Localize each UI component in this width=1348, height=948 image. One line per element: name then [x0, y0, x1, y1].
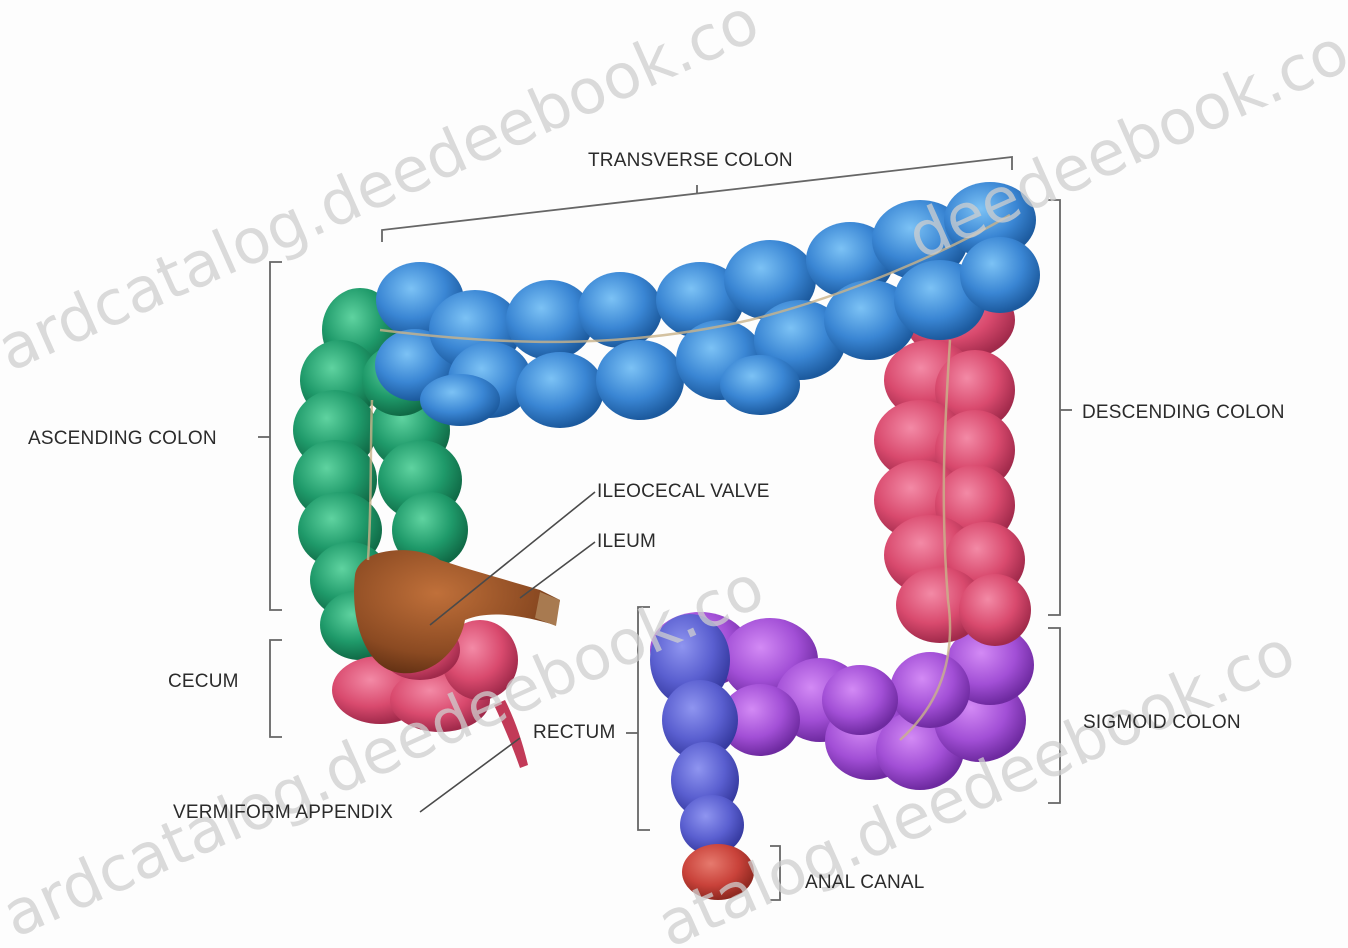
- label-ileocecal-valve: ILEOCECAL VALVE: [597, 481, 770, 502]
- label-sigmoid-colon: SIGMOID COLON: [1083, 712, 1241, 733]
- cecum-bracket: [270, 640, 282, 737]
- descending-bracket: [1048, 200, 1060, 615]
- label-anal-canal: ANAL CANAL: [805, 872, 925, 893]
- haustrum: [516, 352, 604, 428]
- label-ileum: ILEUM: [597, 531, 656, 552]
- label-transverse-colon: TRANSVERSE COLON: [588, 150, 793, 171]
- label-cecum: CECUM: [168, 671, 239, 692]
- ascending-bracket: [270, 262, 282, 610]
- label-vermiform-appendix: VERMIFORM APPENDIX: [173, 802, 393, 823]
- haustrum: [720, 355, 800, 415]
- label-ascending-colon: ASCENDING COLON: [28, 428, 217, 449]
- haustrum: [959, 574, 1031, 646]
- haustrum: [420, 374, 500, 426]
- haustrum: [596, 340, 684, 420]
- haustrum: [822, 665, 898, 735]
- watermark-text-2: deedeebook.co: [896, 14, 1348, 274]
- haustrum: [890, 652, 970, 728]
- label-descending-colon: DESCENDING COLON: [1082, 402, 1285, 423]
- label-rectum: RECTUM: [533, 722, 615, 743]
